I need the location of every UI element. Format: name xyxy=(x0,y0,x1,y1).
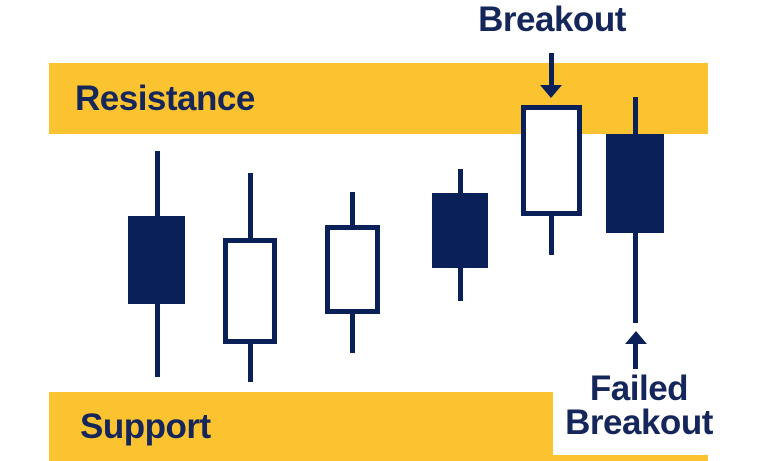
candle-6-body-bearish xyxy=(606,134,664,233)
candle-1-body-bearish xyxy=(128,216,185,304)
breakout-down-arrow-shaft xyxy=(549,53,554,87)
resistance-zone: Resistance xyxy=(49,63,708,134)
failed-breakout-up-arrow-icon xyxy=(625,331,647,344)
failed-breakout-label-backdrop xyxy=(553,340,776,455)
breakout-down-arrow-icon xyxy=(540,85,562,98)
failed-breakout-annotation-label: Failed Breakout xyxy=(565,369,713,442)
candle-2-body-bullish xyxy=(223,238,277,344)
candle-3-body-bullish xyxy=(325,225,380,314)
candle-5-body-bullish xyxy=(521,105,582,216)
failed-breakout-up-arrow-shaft xyxy=(633,343,638,369)
failed-breakout-line1: Failed xyxy=(589,369,689,408)
candle-4-body-bearish xyxy=(432,193,488,268)
support-label: Support xyxy=(80,406,211,446)
resistance-label: Resistance xyxy=(75,78,255,118)
failed-breakout-line2: Breakout xyxy=(565,403,713,442)
breakout-annotation-label: Breakout xyxy=(478,0,626,39)
